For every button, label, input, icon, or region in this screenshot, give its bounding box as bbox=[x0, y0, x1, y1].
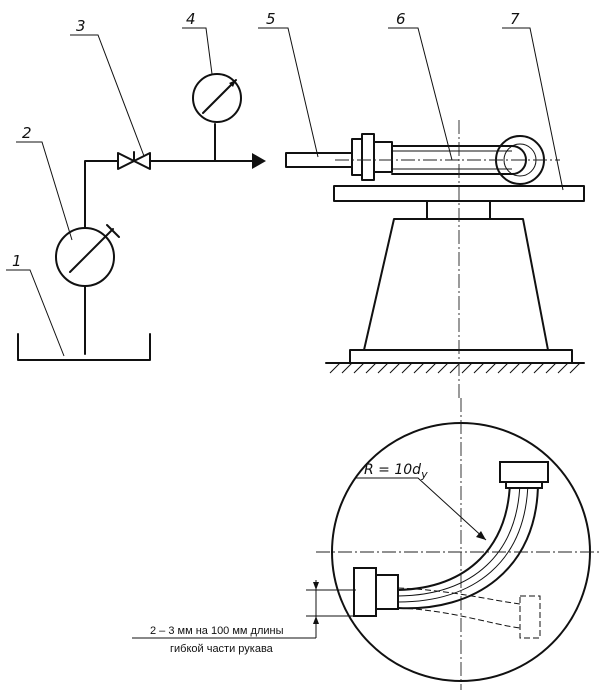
detail-view bbox=[316, 398, 600, 690]
valve-icon bbox=[117, 151, 151, 170]
radius-label: R = 10dу bbox=[364, 462, 428, 481]
flow-arrow-icon bbox=[252, 153, 266, 169]
note-line-1: 2 – 3 мм на 100 мм длины bbox=[150, 625, 284, 637]
leader-lines bbox=[6, 27, 564, 357]
test-stand bbox=[325, 185, 585, 374]
label-7: 7 bbox=[510, 10, 520, 28]
label-2: 2 bbox=[22, 124, 32, 142]
label-3: 3 bbox=[76, 17, 86, 35]
note-line-2: гибкой части рукава bbox=[170, 643, 274, 655]
deflection-dimension bbox=[132, 580, 356, 639]
label-1: 1 bbox=[12, 252, 22, 270]
label-4: 4 bbox=[186, 10, 196, 28]
tank bbox=[17, 333, 151, 361]
supply-pipe bbox=[84, 123, 253, 355]
label-6: 6 bbox=[396, 10, 406, 28]
pressure-gauge bbox=[192, 73, 242, 123]
pump bbox=[55, 224, 120, 287]
hose-sample bbox=[351, 133, 545, 185]
label-5: 5 bbox=[266, 10, 276, 28]
